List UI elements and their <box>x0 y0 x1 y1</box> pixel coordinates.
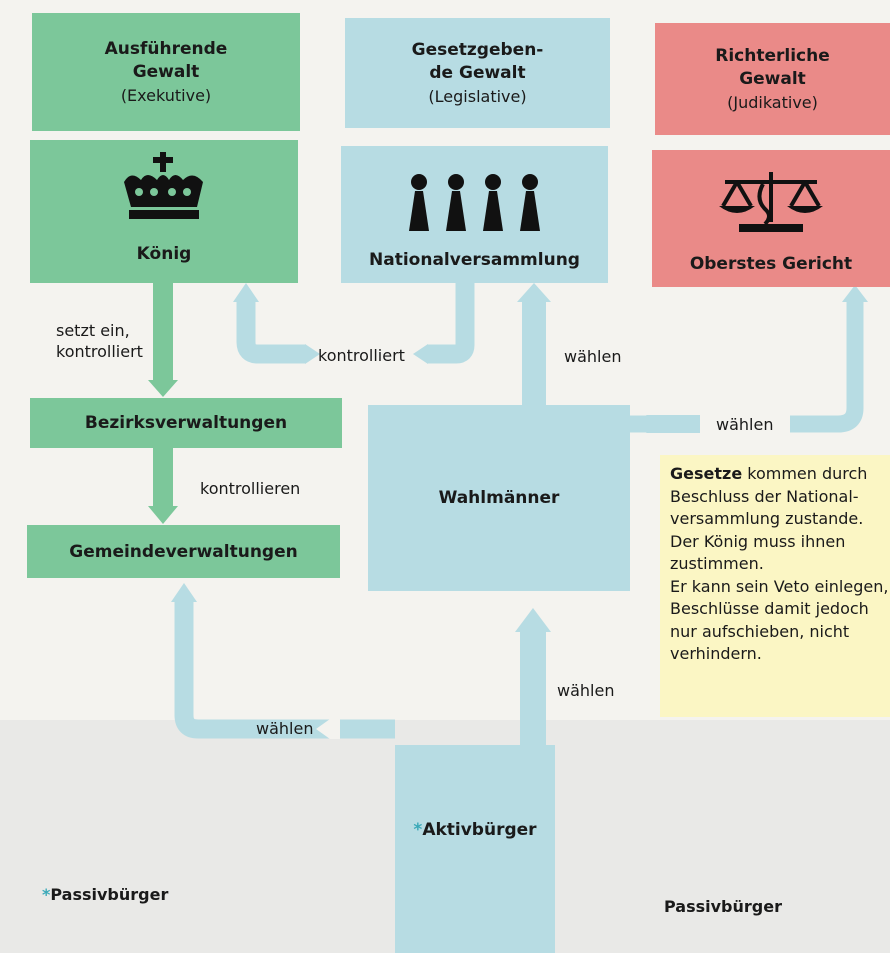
active-citizens-label: *Aktivbürger <box>413 820 537 840</box>
active-citizens-box: *Aktivbürger <box>395 745 555 953</box>
passive-citizens-right: Passivbürger <box>664 897 782 916</box>
label-elect-municipal: wählen <box>256 719 314 738</box>
municipal-admin-box: Gemeindeverwaltungen <box>27 525 340 578</box>
executive-header: Ausführende Gewalt (Exekutive) <box>32 13 300 131</box>
label-controls-plural: kontrollieren <box>200 479 301 498</box>
arrowhead-municipal <box>148 506 178 524</box>
label-elect-electors: wählen <box>557 681 615 700</box>
note-line-5: zustimmen. <box>670 554 764 573</box>
arrowhead-nv <box>517 283 551 302</box>
national-assembly-label: Nationalversammlung <box>369 250 580 270</box>
note-line-4: Der König muss ihnen <box>670 531 846 551</box>
label-elect-nv: wählen <box>564 347 622 366</box>
note-line-1: Gesetze kommen durch <box>670 464 868 483</box>
legislative-title-1: Gesetzgeben- <box>411 39 544 60</box>
legislative-header: Gesetzgeben- de Gewalt (Legislative) <box>345 18 610 128</box>
judicial-header: Richterliche Gewalt (Judikative) <box>655 23 890 135</box>
executive-title-1: Ausführende <box>104 38 228 59</box>
crown-icon <box>124 152 203 219</box>
judicial-title-2: Gewalt <box>739 68 806 89</box>
connector-active-electors <box>520 630 546 750</box>
connector-electors-nv <box>522 300 546 408</box>
arrow-notch-municipal <box>316 719 340 739</box>
passive-citizens-left: *Passivbürger <box>42 885 169 904</box>
asterisk-mark: * <box>413 820 423 840</box>
note-line-9: verhindern. <box>670 644 762 663</box>
connector-controls-king <box>236 300 305 364</box>
note-line-8: nur aufschieben, nicht <box>670 621 850 641</box>
judicial-subtitle: (Judikative) <box>727 92 818 112</box>
label-appoints-line2: kontrolliert <box>56 342 143 361</box>
label-elect-court: wählen <box>716 415 774 434</box>
connector-active-municipal <box>174 600 395 739</box>
people-icon <box>409 174 540 231</box>
arrowhead-king <box>233 283 259 302</box>
connector-nv-controls <box>428 283 475 364</box>
arrowhead-district <box>148 380 178 397</box>
arrow-notch-left <box>305 344 320 364</box>
king-box: König <box>30 140 298 283</box>
king-label: König <box>136 244 192 264</box>
label-controls: kontrolliert <box>318 346 405 365</box>
arrow-notch-court-left <box>646 415 700 433</box>
note-line-2: Beschluss der National- <box>670 486 859 506</box>
note-line-7: Beschlüsse damit jedoch <box>670 599 869 618</box>
supreme-court-label: Oberstes Gericht <box>689 254 853 274</box>
arrow-notch-right <box>413 344 428 364</box>
legislative-title-2: de Gewalt <box>429 62 526 83</box>
supreme-court-box: Oberstes Gericht <box>652 150 890 287</box>
judicial-title-1: Richterliche <box>715 45 830 66</box>
connector-king-district <box>153 280 173 382</box>
scales-icon <box>719 172 823 232</box>
arrowhead-court <box>842 285 868 302</box>
legislative-subtitle: (Legislative) <box>428 86 527 106</box>
connector-electors-court-b <box>790 300 864 433</box>
executive-title-2: Gewalt <box>132 61 200 82</box>
note-line-6: Er kann sein Veto einlegen, <box>670 576 889 596</box>
arrowhead-electors <box>515 608 551 632</box>
note-line-3: versammlung zustande. <box>670 509 864 528</box>
district-admin-box: Bezirksverwaltungen <box>30 398 342 448</box>
electors-box: Wahlmänner <box>368 405 630 591</box>
executive-subtitle: (Exekutive) <box>120 85 212 105</box>
connector-district-municipal <box>153 440 173 508</box>
national-assembly-box: Nationalversammlung <box>341 146 608 283</box>
laws-note: Gesetze kommen durch Beschluss der Natio… <box>660 455 890 717</box>
arrowhead-municipal-up <box>171 583 197 602</box>
label-appoints-line1: setzt ein, <box>56 321 130 340</box>
